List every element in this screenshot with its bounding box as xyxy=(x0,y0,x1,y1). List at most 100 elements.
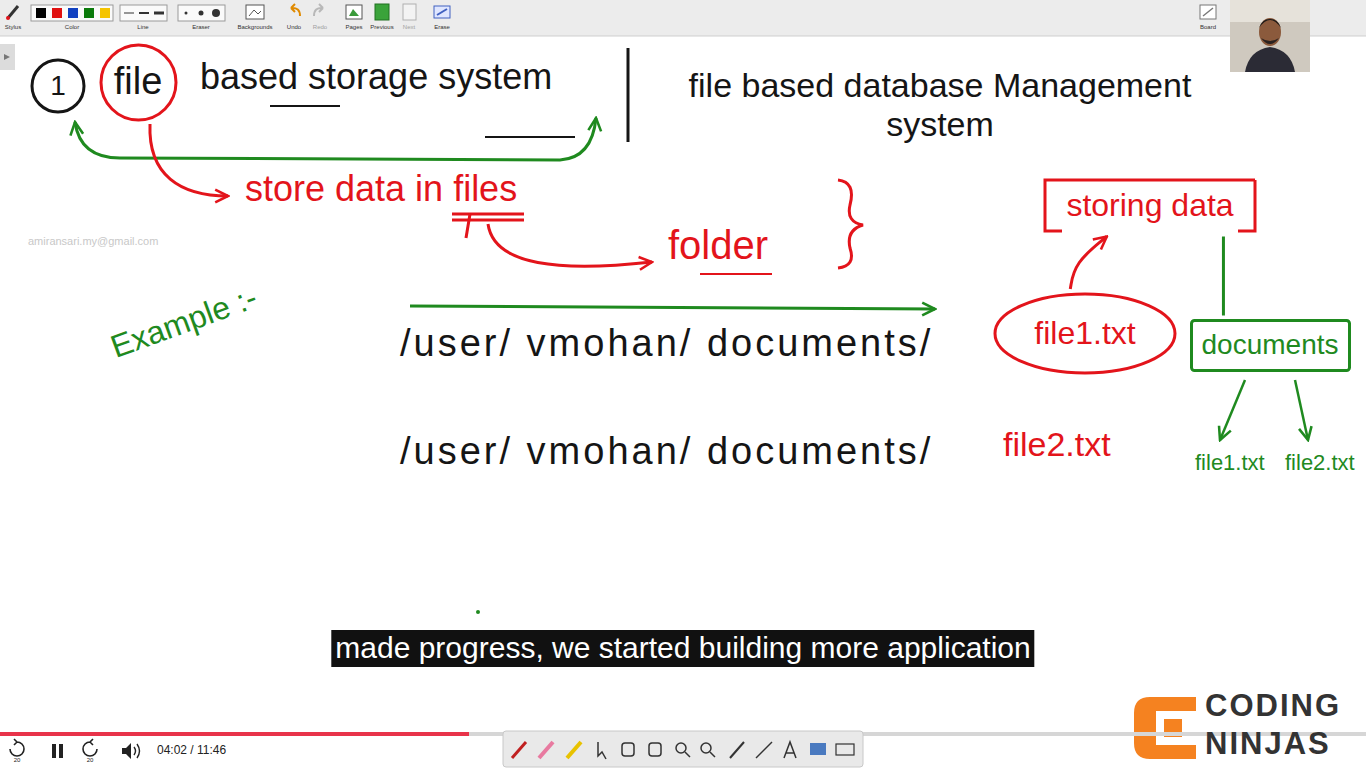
pages-icon xyxy=(346,5,362,19)
webcam-person xyxy=(1245,47,1295,72)
side-handle xyxy=(0,44,15,70)
redo-icon xyxy=(314,4,323,16)
toolbar-label: Next xyxy=(403,24,415,31)
double-underline xyxy=(452,213,524,216)
time-readout: 04:02 / 11:46 xyxy=(157,744,226,758)
color-swatch xyxy=(52,8,62,18)
forward-icon xyxy=(83,739,97,756)
line-tool xyxy=(756,742,772,758)
note-text: store data in files xyxy=(245,168,517,209)
step-number: 1 xyxy=(30,58,86,114)
webcam-person xyxy=(1259,18,1281,46)
side-handle xyxy=(4,54,10,60)
branch-arrow xyxy=(1220,380,1245,440)
highlight-circle: file xyxy=(99,43,178,122)
double-underline xyxy=(452,219,524,222)
file-text: file2.txt xyxy=(1003,425,1111,464)
subtitle: made progress, we started building more … xyxy=(331,630,1034,667)
connector-line xyxy=(1222,237,1225,316)
color-swatch xyxy=(36,8,46,18)
tool-strip xyxy=(503,731,863,767)
toolbar-border xyxy=(0,36,1366,37)
toolbar-label: Redo xyxy=(313,24,327,31)
toolbar-label: Board xyxy=(1200,24,1216,31)
toolbar-label: Color xyxy=(65,24,79,31)
branch-arrow xyxy=(1295,380,1308,440)
node-text: file1.txt xyxy=(1034,315,1135,352)
color-group xyxy=(31,5,113,21)
erase-icon xyxy=(437,9,447,15)
color-swatch xyxy=(68,8,78,18)
outline-bracket xyxy=(1045,180,1255,231)
zoom-tool xyxy=(710,752,715,757)
heading-text: based storage system xyxy=(200,56,552,97)
logo-mark xyxy=(1134,697,1196,759)
text-tool xyxy=(784,742,796,758)
path-text: /user/ vmohan/ documents/ xyxy=(400,322,933,366)
toolbar-label: Backgrounds xyxy=(237,24,272,31)
outline-box xyxy=(1191,320,1349,370)
pause-icon xyxy=(59,744,63,758)
board-icon xyxy=(1200,5,1216,19)
heading-text: file based database Management system xyxy=(660,66,1220,144)
outline-ellipse xyxy=(101,45,176,120)
undo-icon xyxy=(291,4,300,16)
tick-stroke xyxy=(466,214,470,238)
toolbar-label: Eraser xyxy=(192,24,210,31)
backgrounds-icon xyxy=(249,10,261,16)
backgrounds-icon xyxy=(246,5,264,19)
line-width xyxy=(154,12,164,15)
underline-stroke xyxy=(700,273,772,275)
node-text: file xyxy=(114,60,163,104)
watermark: amiransari.my@gmail.com xyxy=(28,235,158,248)
pages-icon xyxy=(349,9,359,16)
eraser-size xyxy=(185,12,188,15)
logo-text: NINJAS xyxy=(1205,726,1331,762)
file-text: file2.txt xyxy=(1285,450,1355,475)
webcam-frame xyxy=(1230,0,1310,72)
callout-arrow xyxy=(150,124,228,196)
pause-icon xyxy=(52,744,56,758)
skip-seconds: 20 xyxy=(87,757,94,764)
webcam-person xyxy=(1259,19,1281,28)
eraser-group xyxy=(178,5,225,21)
zoom-tool xyxy=(676,743,686,753)
pointer-tool xyxy=(598,742,606,759)
skip-seconds: 20 xyxy=(14,757,21,764)
node-text: storing data xyxy=(1066,187,1233,224)
logo-text: CODING xyxy=(1205,688,1341,724)
zoom-tool xyxy=(701,743,711,753)
stray-dot xyxy=(476,610,480,614)
outline-ellipse xyxy=(995,294,1175,373)
underline-stroke xyxy=(270,105,340,107)
toolbar-label: Erase xyxy=(434,24,450,31)
line-width xyxy=(124,13,134,14)
toolbar-label: Pages xyxy=(345,24,362,31)
underline-stroke xyxy=(485,136,575,138)
line-group xyxy=(120,5,167,21)
keyboard-tool xyxy=(836,744,854,755)
zoom-tool xyxy=(685,752,690,757)
toolbar-bar xyxy=(0,0,1366,36)
webcam-person xyxy=(1261,38,1279,44)
process-box: documents xyxy=(1190,319,1351,372)
hand-tool xyxy=(649,743,661,756)
highlighter-tool xyxy=(567,742,581,758)
rewind-icon xyxy=(10,739,24,756)
previous-icon xyxy=(375,4,389,20)
node-text: documents xyxy=(1202,329,1339,361)
node-text: 1 xyxy=(50,70,66,102)
toolbar-label: Undo xyxy=(287,24,301,31)
eraser-size xyxy=(199,11,204,16)
volume-icon xyxy=(122,743,131,759)
bracket-box: storing data xyxy=(1042,177,1258,234)
highlight-ellipse: file1.txt xyxy=(993,292,1177,375)
path-arrow xyxy=(410,306,935,309)
board-icon xyxy=(1203,8,1213,16)
path-text: /user/ vmohan/ documents/ xyxy=(400,430,933,474)
shape-tool xyxy=(810,743,826,755)
connector-arrow xyxy=(1070,237,1107,290)
progress-played xyxy=(0,732,469,736)
note-text: folder xyxy=(668,222,768,268)
